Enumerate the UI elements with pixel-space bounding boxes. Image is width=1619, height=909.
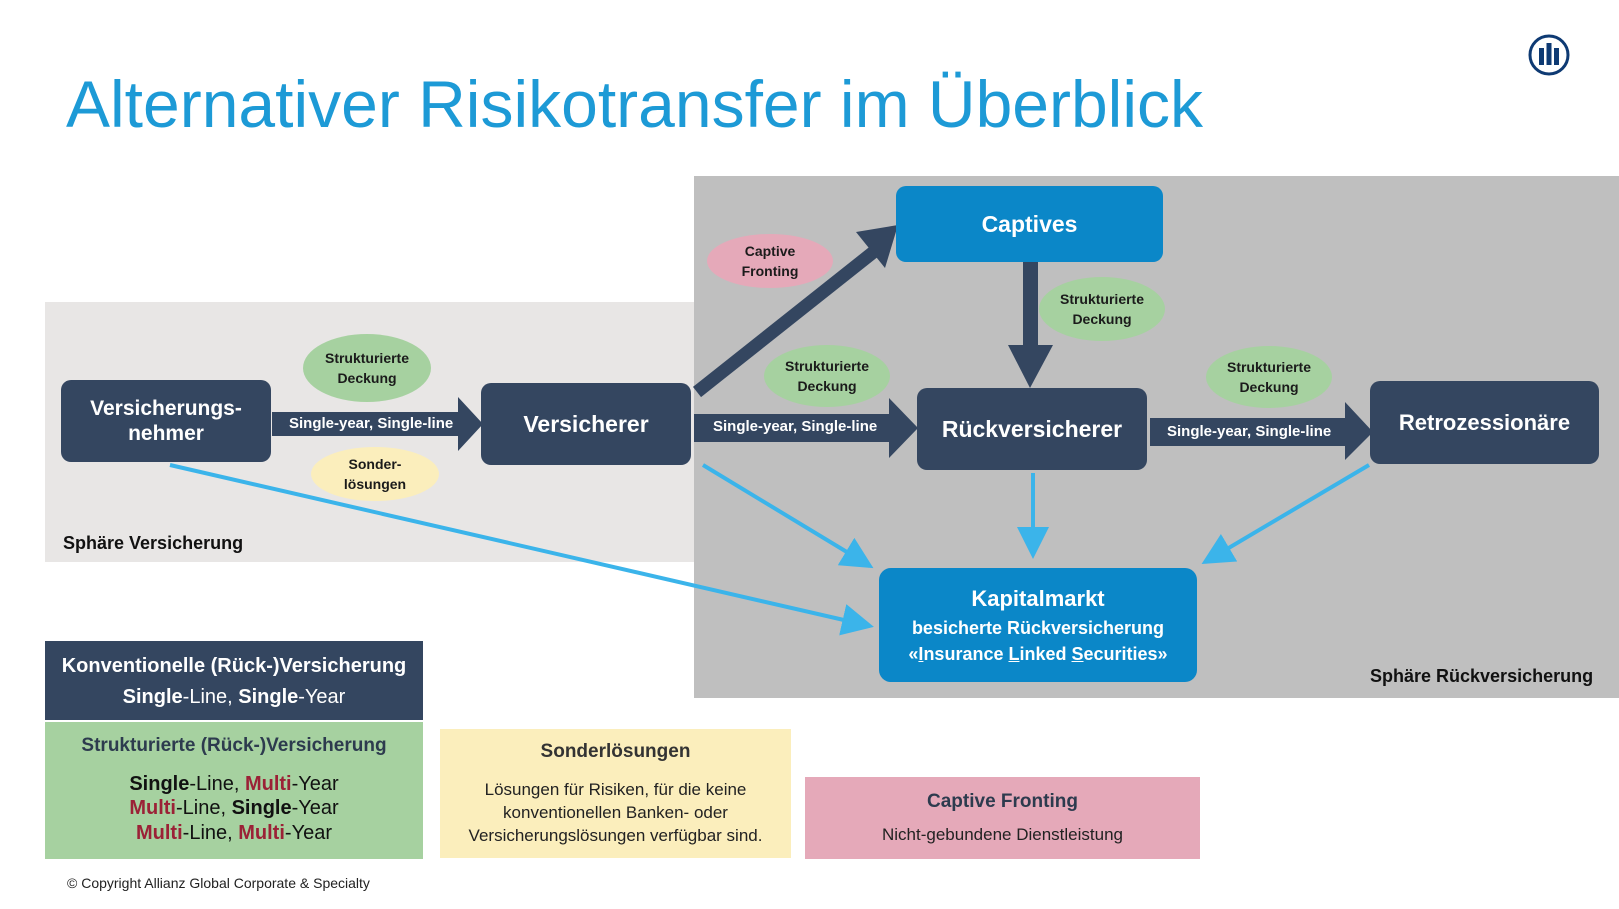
- node-captives: Captives: [896, 186, 1163, 262]
- legend-segment: -Year: [291, 773, 339, 795]
- bubble-special: Sonder- lösungen: [311, 447, 439, 501]
- bubble-line: Fronting: [741, 263, 799, 279]
- legend-segment: -Line,: [182, 821, 239, 844]
- node-policyholder-line1: Versicherungs-: [90, 396, 242, 420]
- legend-conventional-title: Konventionelle (Rück-)Versicherung: [61, 655, 407, 677]
- bubble-structured-3: Strukturierte Deckung: [1039, 277, 1165, 341]
- legend-special: Sonderlösungen Lösungen für Risiken, für…: [440, 729, 791, 858]
- legend-conventional: Konventionelle (Rück-)Versicherung Singl…: [45, 641, 423, 720]
- node-policyholder: Versicherungs- nehmer: [61, 380, 271, 462]
- bubble-line: Captive: [744, 242, 796, 259]
- bubble-line: Strukturierte: [1059, 290, 1145, 307]
- ils-segment: inked: [1019, 643, 1072, 664]
- arrow-label-reinsurer-retro: Single-year, Single-line: [1167, 423, 1332, 440]
- legend-fronting-text: Nicht-gebundene Dienstleistung: [882, 825, 1123, 844]
- legend-segment: Multi: [136, 821, 183, 844]
- ils-segment: L: [1008, 643, 1020, 664]
- legend-structured-line: Multi-Line, Multi-Year: [45, 821, 423, 845]
- legend-segment: -Line,: [189, 773, 245, 795]
- legend-segment: -Year: [291, 797, 339, 820]
- node-captives-label: Captives: [981, 210, 1078, 237]
- bubble-structured-4: Strukturierte Deckung: [1206, 346, 1332, 408]
- bubble-line: Strukturierte: [784, 357, 870, 374]
- node-reinsurer-label: Rückversicherer: [941, 415, 1123, 442]
- bubble-line: Strukturierte: [324, 349, 410, 366]
- legend-segment: -Year: [298, 686, 346, 708]
- legend-segment: -Line,: [175, 797, 232, 820]
- legend-conventional-line: Single-Line, Single-Year: [45, 686, 423, 709]
- legend-structured-line: Multi-Line, Single-Year: [45, 796, 423, 820]
- arrow-retro-to-capital-market: [1201, 463, 1371, 565]
- legend-structured-line: Single-Line, Multi-Year: [45, 772, 423, 796]
- bubble-line: Deckung: [337, 370, 397, 386]
- node-retro-label: Retrozessionäre: [1398, 409, 1571, 435]
- capital-market-ils: «Insurance Linked Securities»: [908, 641, 1167, 667]
- legend-segment: Multi: [238, 821, 285, 844]
- arrow-insurer-to-capital-market: [701, 463, 874, 569]
- sphere-insurance-label: Sphäre Versicherung: [63, 533, 244, 553]
- arrow-captives-to-reinsurer: [1008, 345, 1053, 388]
- ils-segment: nsurance: [923, 643, 1009, 664]
- ils-segment: ecurities»: [1083, 643, 1168, 664]
- node-capital-market: Kapitalmarkt besicherte Rückversicherung…: [879, 568, 1197, 682]
- bubble-line: Deckung: [1072, 311, 1132, 327]
- arrow-policyholder-to-insurer: [272, 397, 483, 451]
- allianz-logo-icon: [1528, 34, 1570, 76]
- page-title: Alternativer Risikotransfer im Überblick: [66, 67, 1203, 141]
- bubble-structured-2: Strukturierte Deckung: [764, 345, 890, 407]
- copyright-notice: © Copyright Allianz Global Corporate & S…: [67, 875, 370, 891]
- legend-segment: Multi: [244, 773, 292, 795]
- bubble-line: Deckung: [1239, 379, 1299, 395]
- node-reinsurer: Rückversicherer: [917, 388, 1147, 470]
- legend-segment: Single: [238, 686, 299, 708]
- ils-segment: S: [1071, 643, 1084, 664]
- bubble-line: Sonder-: [348, 455, 402, 472]
- node-retro: Retrozessionäre: [1370, 381, 1599, 464]
- legend-segment: Multi: [129, 797, 176, 820]
- ils-segment: I: [918, 643, 924, 664]
- legend-fronting-title: Captive Fronting: [927, 791, 1078, 812]
- arrow-label-policyholder-insurer: Single-year, Single-line: [289, 415, 454, 432]
- bubble-line: Strukturierte: [1226, 358, 1312, 375]
- capital-market-title: Kapitalmarkt: [971, 585, 1105, 611]
- legend-special-line: Lösungen für Risiken, für die keine: [484, 780, 747, 799]
- legend-special-title: Sonderlösungen: [540, 741, 691, 762]
- arrow-label-insurer-reinsurer: Single-year, Single-line: [713, 418, 878, 435]
- legend-segment: -Line,: [182, 686, 239, 708]
- arrow-policyholder-to-capital-market: [169, 463, 874, 636]
- legend-segment: -Year: [284, 821, 332, 844]
- legend-segment: Single: [129, 773, 190, 795]
- legend-structured: Strukturierte (Rück-)Versicherung Single…: [45, 722, 423, 859]
- sphere-reinsurance-label: Sphäre Rückversicherung: [1370, 666, 1594, 686]
- ils-segment: «: [908, 643, 919, 664]
- legend-captive-fronting: Captive Fronting Nicht-gebundene Dienstl…: [805, 777, 1200, 859]
- legend-segment: Single: [231, 797, 292, 820]
- arrow-insurer-to-captives: [856, 225, 898, 268]
- node-insurer: Versicherer: [481, 383, 691, 465]
- legend-structured-title: Strukturierte (Rück-)Versicherung: [81, 735, 387, 756]
- bubble-structured-1: Strukturierte Deckung: [303, 334, 431, 402]
- legend-special-line: konventionellen Banken- oder: [503, 802, 728, 822]
- legend-segment: Single: [122, 686, 183, 708]
- arrow-reinsurer-to-retro: [1150, 402, 1373, 460]
- legend-special-line: Versicherungslösungen verfügbar sind.: [468, 825, 763, 845]
- arrow-insurer-to-reinsurer: [694, 398, 918, 458]
- bubble-line: Deckung: [797, 378, 857, 394]
- bubble-captive-fronting: Captive Fronting: [707, 234, 833, 288]
- node-policyholder-line2: nehmer: [128, 422, 204, 445]
- bubble-line: lösungen: [343, 476, 407, 492]
- capital-market-subtitle: besicherte Rückversicherung: [911, 617, 1165, 638]
- node-insurer-label: Versicherer: [523, 410, 649, 437]
